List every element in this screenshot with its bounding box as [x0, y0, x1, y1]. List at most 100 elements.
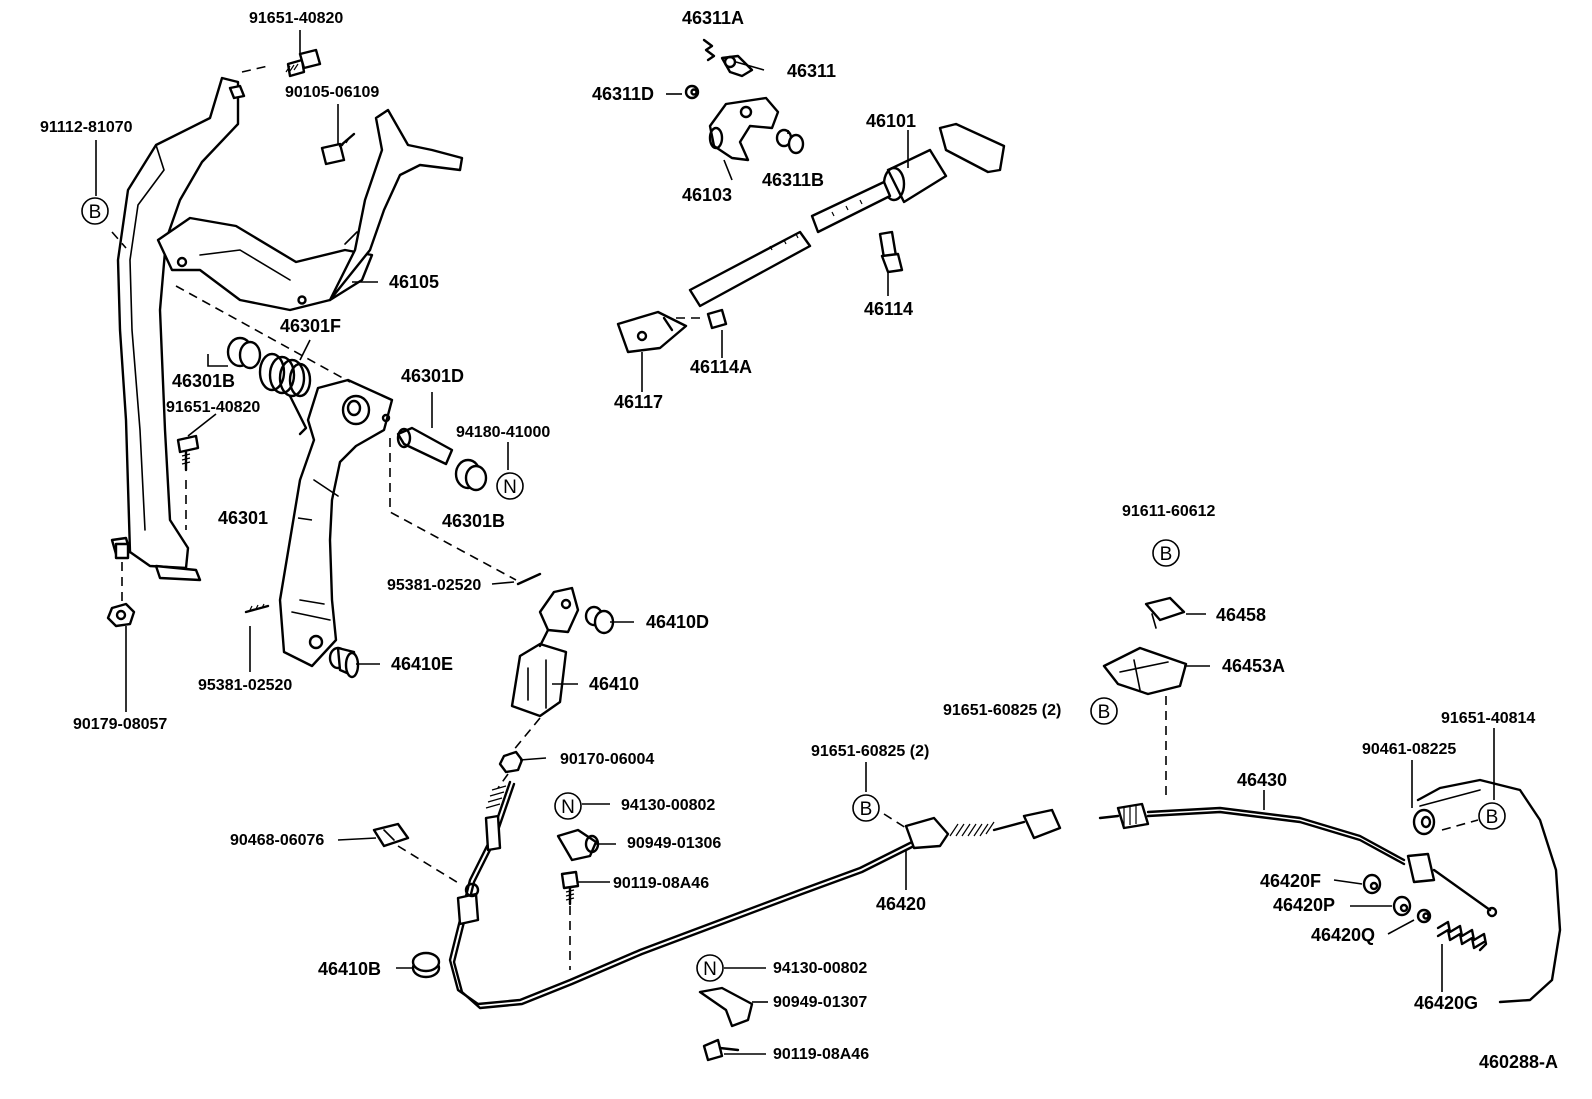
lever-46117-drawing: [616, 310, 688, 354]
label-46103: 46103: [682, 185, 732, 205]
label-46301B-right: 46301B: [442, 511, 505, 531]
dashed-links: [111, 65, 1479, 970]
brake-drum-drawing: [1416, 778, 1562, 1004]
label-91112-81070: 91112-81070: [40, 119, 133, 136]
label-91611-60612: 91611-60612: [1122, 503, 1216, 520]
label-46117: 46117: [614, 392, 663, 412]
ref-b-bracket: B: [89, 202, 102, 223]
release-lever-46103-drawing: [708, 96, 780, 162]
label-46420G: 46420G: [1414, 993, 1478, 1013]
label-91651-40820-mid: 91651-40820: [166, 399, 260, 416]
clevis-46410-drawing: [510, 586, 580, 718]
collar-46114A-drawing: [706, 308, 728, 330]
bushing-46301B-left-drawing: [226, 336, 262, 370]
label-46410E: 46410E: [391, 654, 453, 674]
clip-90468-06076-drawing: [372, 822, 410, 848]
label-46311D: 46311D: [592, 84, 654, 104]
label-46453A: 46453A: [1222, 656, 1285, 676]
clamp-90949-01306-drawing: [556, 828, 600, 862]
label-46420Q: 46420Q: [1311, 925, 1375, 945]
label-46311A: 46311A: [682, 8, 744, 28]
label-94130-00802-lower: 94130-00802: [773, 960, 867, 977]
ref-b-clip: B: [1160, 544, 1173, 565]
label-46430: 46430: [1237, 770, 1287, 790]
ref-n-clamp: N: [561, 797, 575, 818]
pin-46410D-drawing: [584, 605, 615, 635]
ring-46311D-drawing: [684, 84, 700, 100]
label-90119-08A46-lower: 90119-08A46: [773, 1046, 869, 1063]
spring-46301F-drawing: [258, 352, 312, 436]
main-bracket-drawing: [110, 76, 464, 582]
label-90949-01306: 90949-01306: [627, 835, 721, 852]
label-46101: 46101: [866, 111, 916, 131]
fitting-46114-drawing: [878, 230, 904, 274]
spring-46420G-drawing: [1436, 920, 1488, 952]
bolt-90119-08A46-upper-drawing: [560, 870, 580, 906]
label-46410B: 46410B: [318, 959, 381, 979]
pedal-lever-46301-drawing: [278, 378, 394, 668]
label-46114A: 46114A: [690, 357, 752, 377]
bracket-46453A-drawing: [1102, 646, 1188, 696]
ring-46420Q-drawing: [1416, 908, 1432, 924]
bolt-90105-06109-drawing: [320, 132, 356, 166]
label-90179-08057: 90179-08057: [73, 716, 167, 733]
rod-drawing: [688, 230, 812, 308]
label-90170-06004: 90170-06004: [560, 751, 654, 768]
label-94130-00802-upper: 94130-00802: [621, 797, 715, 814]
leader-lines: [95, 30, 1495, 1055]
clamp-90461-08225-drawing: [1412, 808, 1436, 836]
nut-90170-06004-drawing: [498, 750, 524, 774]
washer-46420P-drawing: [1392, 895, 1412, 917]
label-46410D: 46410D: [646, 612, 709, 632]
label-46410: 46410: [589, 674, 639, 694]
bolt-90119-08A46-lower-drawing: [702, 1038, 740, 1062]
clip-95381-02520-upper-drawing: [516, 572, 542, 586]
washer-46420F-drawing: [1362, 873, 1382, 895]
ref-n-bushing: N: [503, 477, 517, 498]
label-46301B-left: 46301B: [172, 371, 235, 391]
label-46301: 46301: [218, 508, 268, 528]
clip-46458-drawing: [1144, 596, 1186, 629]
label-46301F: 46301F: [280, 316, 341, 336]
diagram-code: 460288-A: [1479, 1052, 1558, 1072]
label-46420P: 46420P: [1273, 895, 1335, 915]
label-91651-40820-top: 91651-40820: [249, 10, 343, 27]
pin-46301D-drawing: [396, 426, 454, 466]
pin-46410E-drawing: [328, 646, 360, 679]
ref-b-bracket-right: B: [1098, 702, 1111, 723]
label-91651-60825-mid: 91651-60825 (2): [811, 743, 929, 760]
bushing-46301B-right-drawing: [454, 458, 488, 492]
label-46420: 46420: [876, 894, 926, 914]
grommet-46410B-drawing: [411, 951, 441, 979]
label-95381-02520-upper: 95381-02520: [387, 577, 481, 594]
clip-95381-02520-lower-drawing: [244, 603, 270, 614]
nut-90179-08057-drawing: [106, 542, 136, 628]
cable-46430-drawing: [1098, 802, 1498, 918]
label-95381-02520-lower: 95381-02520: [198, 677, 292, 694]
label-46105: 46105: [389, 272, 439, 292]
label-46301D: 46301D: [401, 366, 464, 386]
label-46458: 46458: [1216, 605, 1266, 625]
label-90468-06076: 90468-06076: [230, 832, 324, 849]
label-90461-08225: 90461-08225: [1362, 741, 1456, 758]
label-46114: 46114: [864, 299, 913, 319]
cable-46420-drawing: [448, 780, 1062, 1010]
ref-b-drum: B: [1486, 807, 1499, 828]
label-90119-08A46-upper: 90119-08A46: [613, 875, 709, 892]
label-91651-60825-right: 91651-60825 (2): [943, 702, 1061, 719]
reference-circles: B N N N B B B B: [81, 197, 1506, 982]
ref-b-cable: B: [860, 799, 873, 820]
clip-46311-drawing: [720, 54, 754, 78]
label-94180-41000: 94180-41000: [456, 424, 550, 441]
spring-46311A-drawing: [702, 38, 716, 62]
release-handle-46101-drawing: [810, 122, 1006, 234]
label-46420F: 46420F: [1260, 871, 1321, 891]
bolt-91651-40820-top-drawing: [285, 48, 322, 78]
bolt-91651-40820-mid-drawing: [176, 434, 200, 472]
label-91651-40814: 91651-40814: [1441, 710, 1535, 727]
bracket-90949-01307-drawing: [698, 986, 754, 1028]
label-90949-01307: 90949-01307: [773, 994, 867, 1011]
label-90105-06109: 90105-06109: [285, 84, 379, 101]
